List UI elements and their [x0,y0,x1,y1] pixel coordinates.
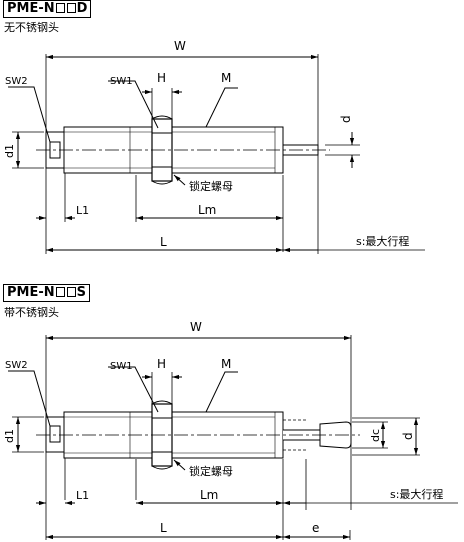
label-h-2: H [157,357,166,371]
placeholder-box-icon [55,3,65,13]
model-suffix-1: D [76,1,88,16]
model-suffix-2: S [76,285,86,300]
label-lock-nut-2: 锁定螺母 [189,464,233,478]
label-lock-nut-1: 锁定螺母 [189,179,233,193]
model-prefix-2: PME-N [7,285,55,300]
label-dc-2: dc [369,429,382,442]
shock-absorber-body-1 [45,126,284,174]
label-l1-2: L1 [76,489,89,502]
label-l1-1: L1 [76,204,89,217]
label-sw2-1: SW2 [5,76,28,87]
model-title-1: PME-N D [3,0,92,18]
model-prefix-1: PME-N [7,1,55,16]
label-lm-1: Lm [198,203,216,217]
placeholder-box-icon [66,287,76,297]
label-d1-1: d1 [3,144,16,158]
label-lm-2: Lm [200,488,218,502]
label-w-2: W [190,320,202,334]
placeholder-box-icon [55,287,65,297]
label-l-1: L [160,235,167,249]
label-stroke-1: s:最大行程 [356,234,409,248]
label-sw1-2: SW1 [110,361,133,372]
label-d1-2: d1 [3,429,16,443]
label-w-1: W [174,39,186,53]
placeholder-box-icon [66,3,76,13]
label-m-1: M [221,71,231,85]
diagram-2 [8,335,458,540]
label-d-1: d [339,115,353,123]
label-sw2-2: SW2 [5,360,28,371]
label-l-2: L [160,521,167,535]
label-d-2: d [401,432,415,440]
label-h-1: H [157,71,166,85]
diagram-1 [8,54,425,254]
model-title-2: PME-N S [3,284,90,302]
tip-type-1: 无不锈钢头 [4,21,59,34]
tip-type-2: 带不锈钢头 [4,306,59,319]
label-sw1-1: SW1 [110,76,133,87]
label-m-2: M [221,357,231,371]
label-e-2: e [312,521,319,535]
label-stroke-2: s:最大行程 [390,487,443,501]
